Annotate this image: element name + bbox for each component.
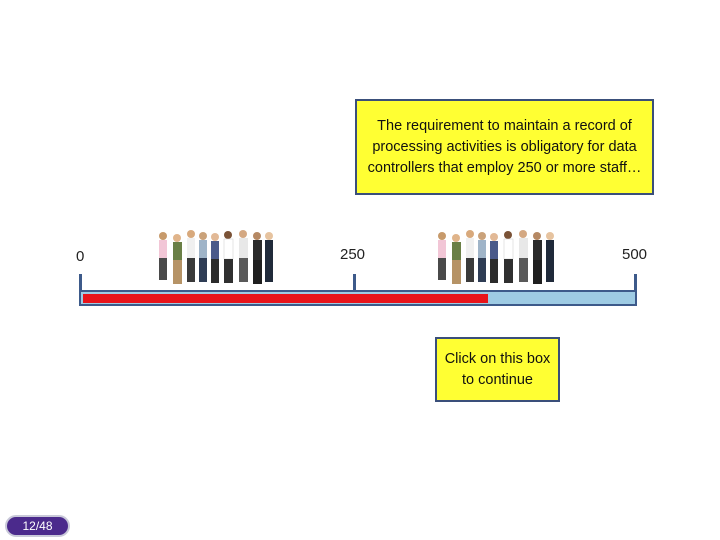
page-indicator-text: 12/48 [22,519,53,533]
staff-count-fill [83,294,488,303]
continue-button[interactable]: Click on this box to continue [435,337,560,402]
person-figure [438,230,554,284]
scale-label-min: 0 [76,248,85,265]
scale-label-mid: 250 [340,246,366,263]
scale-tick-mid [353,274,356,304]
continue-button-label: Click on this box to continue [444,350,551,388]
info-text-box: The requirement to maintain a record of … [355,99,654,195]
scale-tick-min [79,274,82,304]
people-group-icon [159,230,273,284]
staff-count-bar [79,290,637,306]
person-figure [159,230,273,284]
info-text: The requirement to maintain a record of … [367,117,642,176]
page-indicator: 12/48 [5,515,70,537]
scale-label-max: 500 [622,246,648,263]
people-group-icon [438,230,554,284]
scale-tick-max [634,274,637,304]
